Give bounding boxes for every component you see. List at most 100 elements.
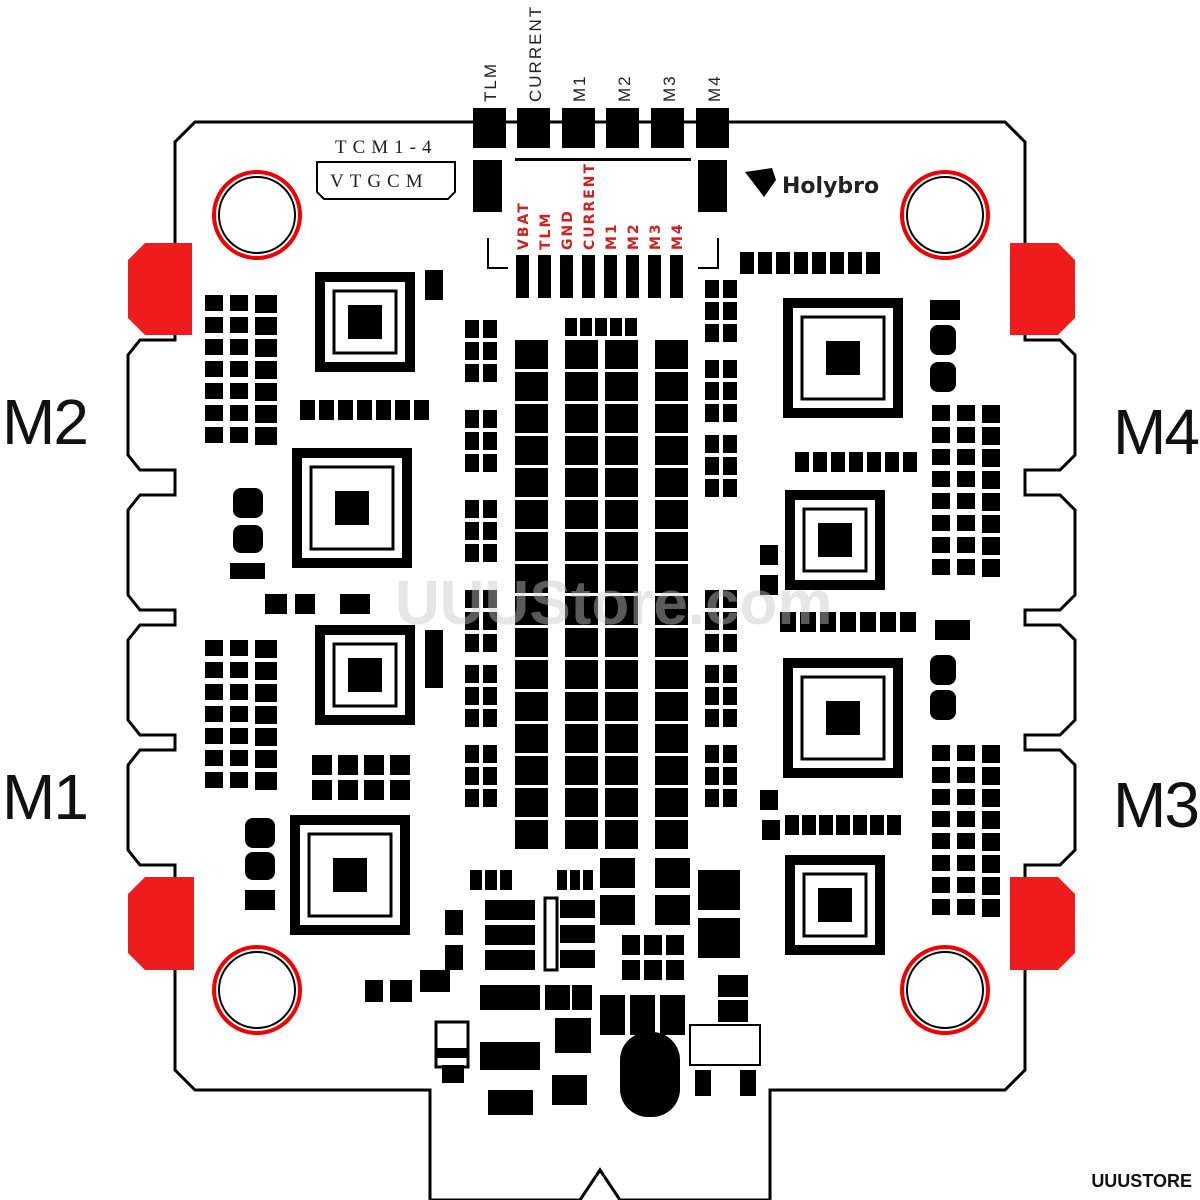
smd-pad [932,537,950,553]
power-pad-bottom-left [128,877,194,970]
smd-pad [957,449,975,465]
smd-pad [723,360,737,378]
smd-pad [982,745,1000,763]
smd-pad [705,709,719,727]
smd-pad [570,870,580,890]
bus-bar-segment [655,436,688,465]
smd-pad [957,471,975,487]
smd-pad [957,855,975,871]
smd-pad [255,772,277,790]
smd-pad [831,452,845,472]
smd-pad [555,1018,591,1053]
smd-pad [465,789,479,807]
smd-pad [982,493,1000,511]
board-outline [126,120,1077,1200]
power-pad-top-right [1010,243,1075,335]
bus-bar-segment [605,788,638,817]
smd-pad [465,745,479,763]
smd-pad [465,432,479,450]
smd-pad [583,870,593,890]
smd-pad [705,634,719,652]
smd-pad [705,280,719,298]
smd-pad [867,452,881,472]
mounting-hole [212,170,302,260]
smd-pad [848,252,862,274]
smd-pad [255,339,277,357]
smd-pad [465,767,479,785]
smd-pad [483,342,497,360]
smd-pad [622,935,640,955]
smd-pad [425,630,443,660]
bus-bar-segment [655,596,688,625]
smd-pad [552,1075,587,1105]
smd-pad [760,575,778,595]
bus-bar-segment [655,660,688,689]
smd-pad [982,405,1000,423]
inductor [543,896,559,972]
smd-pad [230,640,248,656]
bus-bar-segment [655,404,688,433]
smd-pad [319,400,334,420]
smd-pad [465,500,479,518]
capacitor [245,852,275,880]
smd-pad [830,252,844,274]
bus-bar-segment [655,372,688,401]
smd-pad [230,662,248,678]
smd-pad [255,383,277,401]
smd-pad [655,858,690,888]
smd-pad [932,811,950,827]
smd-pad [849,452,863,472]
smd-pad [723,709,737,727]
smd-pad [870,815,884,835]
smd-pad [483,432,497,450]
smd-pad [205,706,223,722]
bus-bar-segment [515,788,548,817]
smd-pad [230,684,248,700]
smd-pad [644,960,662,980]
bus-bar-segment [605,820,638,849]
smd-pad [957,899,975,915]
smd-pad [465,410,479,428]
smd-pad [465,709,479,727]
top-header-pads [473,108,729,212]
smd-pad [295,594,315,614]
bus-bar-segment [515,692,548,721]
smd-pad [255,317,277,335]
smd-pad [957,745,975,761]
components [205,252,1000,1117]
smd-pad [465,634,479,652]
smd-pad [425,270,443,300]
chip-pad [348,658,382,692]
bus-bar-segment [515,628,548,657]
bus-bar-segment [655,628,688,657]
smd-pad [760,790,778,810]
smd-pad [572,985,592,1010]
smd-pad [465,665,479,683]
smd-pad [800,612,816,632]
smd-pad [465,612,479,630]
smd-pad [483,522,497,540]
crystal [620,1032,680,1117]
smd-pad [705,404,719,422]
capacitor [930,690,956,720]
smd-pad [705,435,719,453]
bottom-pin-label: CURRENT [582,162,598,250]
bus-bar-segment [565,532,598,561]
bus-bar-segment [605,340,638,369]
smd-pad [705,590,719,608]
smd-pad [957,537,975,553]
smd-pad [255,405,277,423]
chip-pad [826,701,860,735]
smd-pad [932,855,950,871]
smd-pad [230,405,248,421]
bus-bar-segment [605,532,638,561]
smd-pad [465,687,479,705]
chip-pad [348,305,382,339]
smd-pad [560,925,595,943]
smd-pad [740,1070,756,1096]
smd-pad [500,870,512,890]
smd-pad [705,612,719,630]
smd-pad [565,318,577,336]
smd-pad [265,594,287,614]
